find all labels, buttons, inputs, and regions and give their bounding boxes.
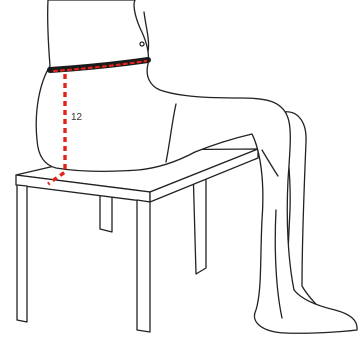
chair-front-right-leg	[137, 200, 150, 332]
chair-front-left-leg	[17, 185, 27, 322]
chair	[16, 149, 258, 332]
measurement-label: 12	[71, 112, 83, 123]
button-icon	[140, 42, 144, 46]
